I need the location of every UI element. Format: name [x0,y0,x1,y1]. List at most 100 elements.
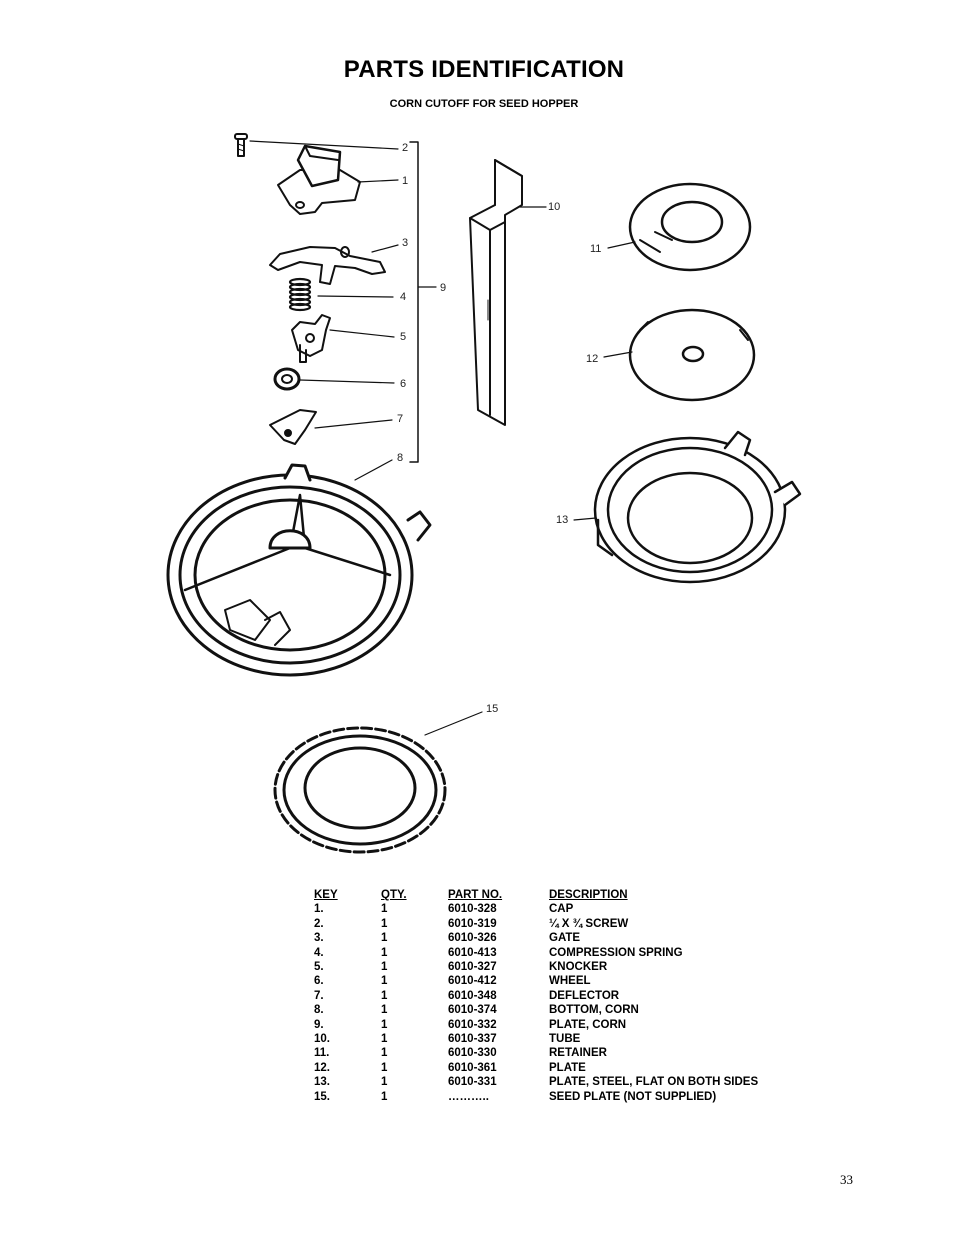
cell-description: DEFLECTOR [549,989,620,1002]
knocker-part [291,314,331,363]
steel-plate-part [593,430,802,584]
group-bracket [409,141,419,463]
cell-description: CAP [549,903,574,916]
cell-key: 9. [314,1018,324,1031]
cell-key: 2. [314,917,324,930]
cell-qty: 1 [381,1076,388,1089]
header-part-no: PART NO. [448,889,503,901]
callout-2: 2 [402,142,408,154]
cell-part-no: 6010-413 [448,946,497,959]
cell-key: 4. [314,946,324,959]
callout-12: 12 [586,353,598,365]
cell-description: BOTTOM, CORN [549,1004,639,1017]
cell-key: 7. [314,989,324,1002]
cell-part-no: 6010-361 [448,1061,497,1074]
cell-qty: 1 [381,1033,388,1046]
table-row: 3. 1 6010-326 GATE [314,931,809,945]
cell-key: 1. [314,903,324,916]
page-title: PARTS IDENTIFICATION [343,56,625,83]
gate-part [269,246,386,285]
cell-part-no: ……….. [448,1090,489,1103]
cell-description: COMPRESSION SPRING [549,946,683,959]
cell-description: TUBE [549,1033,581,1046]
deflector-part [269,409,317,445]
cell-part-no: 6010-328 [448,903,497,916]
seed-plate-part [273,726,447,854]
cell-key: 13. [314,1076,330,1089]
screw-part [234,133,248,157]
cell-description: RETAINER [549,1047,607,1060]
cell-key: 15. [314,1090,330,1103]
cell-part-no: 6010-332 [448,1018,497,1031]
cell-key: 5. [314,961,324,974]
cell-key: 8. [314,1004,324,1017]
cell-qty: 1 [381,975,388,988]
cell-part-no: 6010-330 [448,1047,497,1060]
cell-description: ¼ X ¾ SCREW [549,917,629,930]
page-subtitle: CORN CUTOFF FOR SEED HOPPER [389,98,579,110]
plate-part [628,308,756,402]
corn-bottom-part [166,463,432,677]
table-row: 15. 1 ……….. SEED PLATE (NOT SUPPLIED) [314,1090,809,1104]
cell-description: WHEEL [549,975,591,988]
retainer-part [628,182,752,272]
table-row: 9. 1 6010-332 PLATE, CORN [314,1018,809,1032]
cell-description: SEED PLATE (NOT SUPPLIED) [549,1090,717,1103]
cell-qty: 1 [381,1004,388,1017]
cell-qty: 1 [381,946,388,959]
page-number: 33 [840,1172,853,1187]
cell-qty: 1 [381,1018,388,1031]
exploded-parts-diagram: 2 1 3 4 5 6 7 8 9 10 11 12 13 15 [166,133,802,854]
callout-10: 10 [548,201,560,213]
cell-key: 12. [314,1061,330,1074]
cell-description: KNOCKER [549,961,608,974]
spring-part [288,277,312,312]
table-row: 13. 1 6010-331 PLATE, STEEL, FLAT ON BOTH S… [314,1075,809,1089]
cell-qty: 1 [381,1061,388,1074]
table-row: 2. 1 6010-319 ¼ X ¾ SCREW [314,917,809,931]
callout-15: 15 [486,703,498,715]
callout-11: 11 [590,243,601,255]
table-row: 1. 1 6010-328 CAP [314,902,809,916]
cell-description: GATE [549,932,581,945]
table-row: 4. 1 6010-413 COMPRESSION SPRING [314,946,809,960]
table-row: 7. 1 6010-348 DEFLECTOR [314,989,809,1003]
cell-qty: 1 [381,932,388,945]
header-key: KEY [314,889,338,901]
cell-part-no: 6010-374 [448,1004,497,1017]
wheel-part [273,367,301,391]
cell-qty: 1 [381,989,388,1002]
cell-part-no: 6010-319 [448,917,497,930]
callout-1: 1 [402,175,408,187]
cell-part-no: 6010-326 [448,932,497,945]
cell-qty: 1 [381,903,388,916]
tube-part [469,159,523,426]
cell-part-no: 6010-412 [448,975,497,988]
callout-3: 3 [402,237,408,249]
table-header-row: KEY QTY. PART NO. DESCRIPTION [314,888,809,902]
header-description: DESCRIPTION [549,889,628,901]
callout-8: 8 [397,452,403,464]
cell-part-no: 6010-348 [448,989,497,1002]
cell-qty: 1 [381,961,388,974]
cell-part-no: 6010-337 [448,1033,497,1046]
cell-description: PLATE [549,1061,586,1074]
cell-part-no: 6010-331 [448,1076,497,1089]
callout-7: 7 [397,413,403,425]
cell-description: PLATE, CORN [549,1018,627,1031]
cell-key: 11. [314,1047,330,1060]
table-row: 8. 1 6010-374 BOTTOM, CORN [314,1003,809,1017]
cell-qty: 1 [381,1090,388,1103]
callout-9: 9 [440,282,446,294]
cell-key: 3. [314,932,324,945]
cell-description: PLATE, STEEL, FLAT ON BOTH SIDES [549,1076,759,1089]
callout-13: 13 [556,514,568,526]
cell-qty: 1 [381,917,388,930]
table-row: 12. 1 6010-361 PLATE [314,1061,809,1075]
leader-lines [249,140,636,736]
header-qty: QTY. [381,889,407,901]
